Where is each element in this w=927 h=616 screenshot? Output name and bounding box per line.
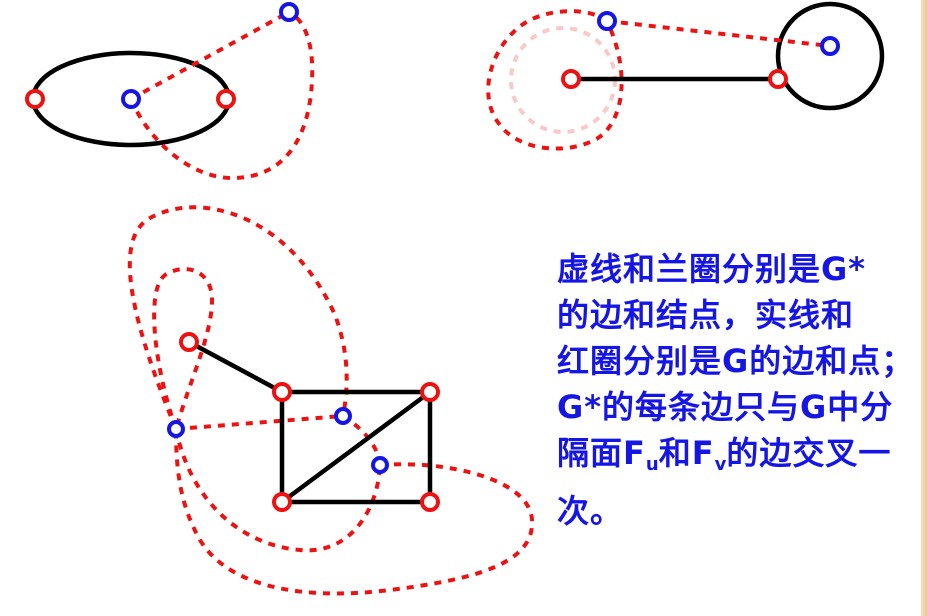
caption-text-segment: 和F [658, 434, 715, 472]
dual-edge-loop [486, 9, 624, 151]
example-rectangle [127, 205, 535, 596]
dual-vertex [820, 36, 840, 56]
dual-edge-outer-right [174, 428, 535, 596]
dual-edge-loop [129, 10, 315, 181]
dual-edge-straight [606, 19, 831, 48]
caption-line-6: 次。 [557, 492, 624, 530]
caption-line-1: 虚线和兰圈分别是G* [557, 250, 867, 288]
dual-edge-inner-loop [152, 267, 215, 430]
dual-vertex [279, 2, 299, 22]
caption-line-5: 隔面Fu和Fv的边交叉一 [557, 430, 927, 488]
primal-vertex [561, 69, 581, 89]
primal-vertex [25, 89, 45, 109]
primal-vertex [420, 492, 440, 512]
caption-line-4: G*的每条边只与G中分 [557, 388, 894, 426]
right-edge-decoration [921, 0, 927, 616]
primal-rectangle-edges [279, 389, 433, 505]
caption-text-segment: 的边交叉一 [726, 434, 892, 472]
primal-vertex [768, 69, 788, 89]
primal-vertex [216, 89, 236, 109]
dual-vertex [334, 407, 352, 425]
dual-vertex [167, 420, 185, 438]
primal-vertex [420, 382, 440, 402]
primal-vertex [179, 332, 199, 352]
caption-line-2: 的边和结点，实线和 [557, 296, 855, 334]
example-circle [486, 1, 885, 151]
subscript-u: u [645, 454, 659, 475]
dual-edge-straight [130, 10, 290, 101]
caption-line-3: 红圈分别是G的边和点； [557, 342, 915, 380]
primal-edge-diagonal [280, 390, 432, 504]
dual-vertex [121, 89, 141, 109]
dual-edge-bottom-cross [174, 428, 382, 553]
primal-vertex [272, 382, 292, 402]
primal-vertex [272, 492, 292, 512]
primal-loop-edge [775, 1, 885, 111]
caption-text-segment: 隔面F [557, 434, 646, 472]
dual-vertex [371, 456, 389, 474]
subscript-v: v [714, 454, 727, 475]
dual-edge-straight [175, 414, 344, 431]
caption-text-block: 虚线和兰圈分别是G* 的边和结点，实线和 红圈分别是G的边和点； G*的每条边只… [557, 246, 927, 534]
primal-edge-pendant [187, 340, 284, 394]
example-ellipse [25, 2, 315, 181]
dual-vertex [597, 11, 617, 31]
dual-edge-outer-loop [127, 205, 349, 430]
